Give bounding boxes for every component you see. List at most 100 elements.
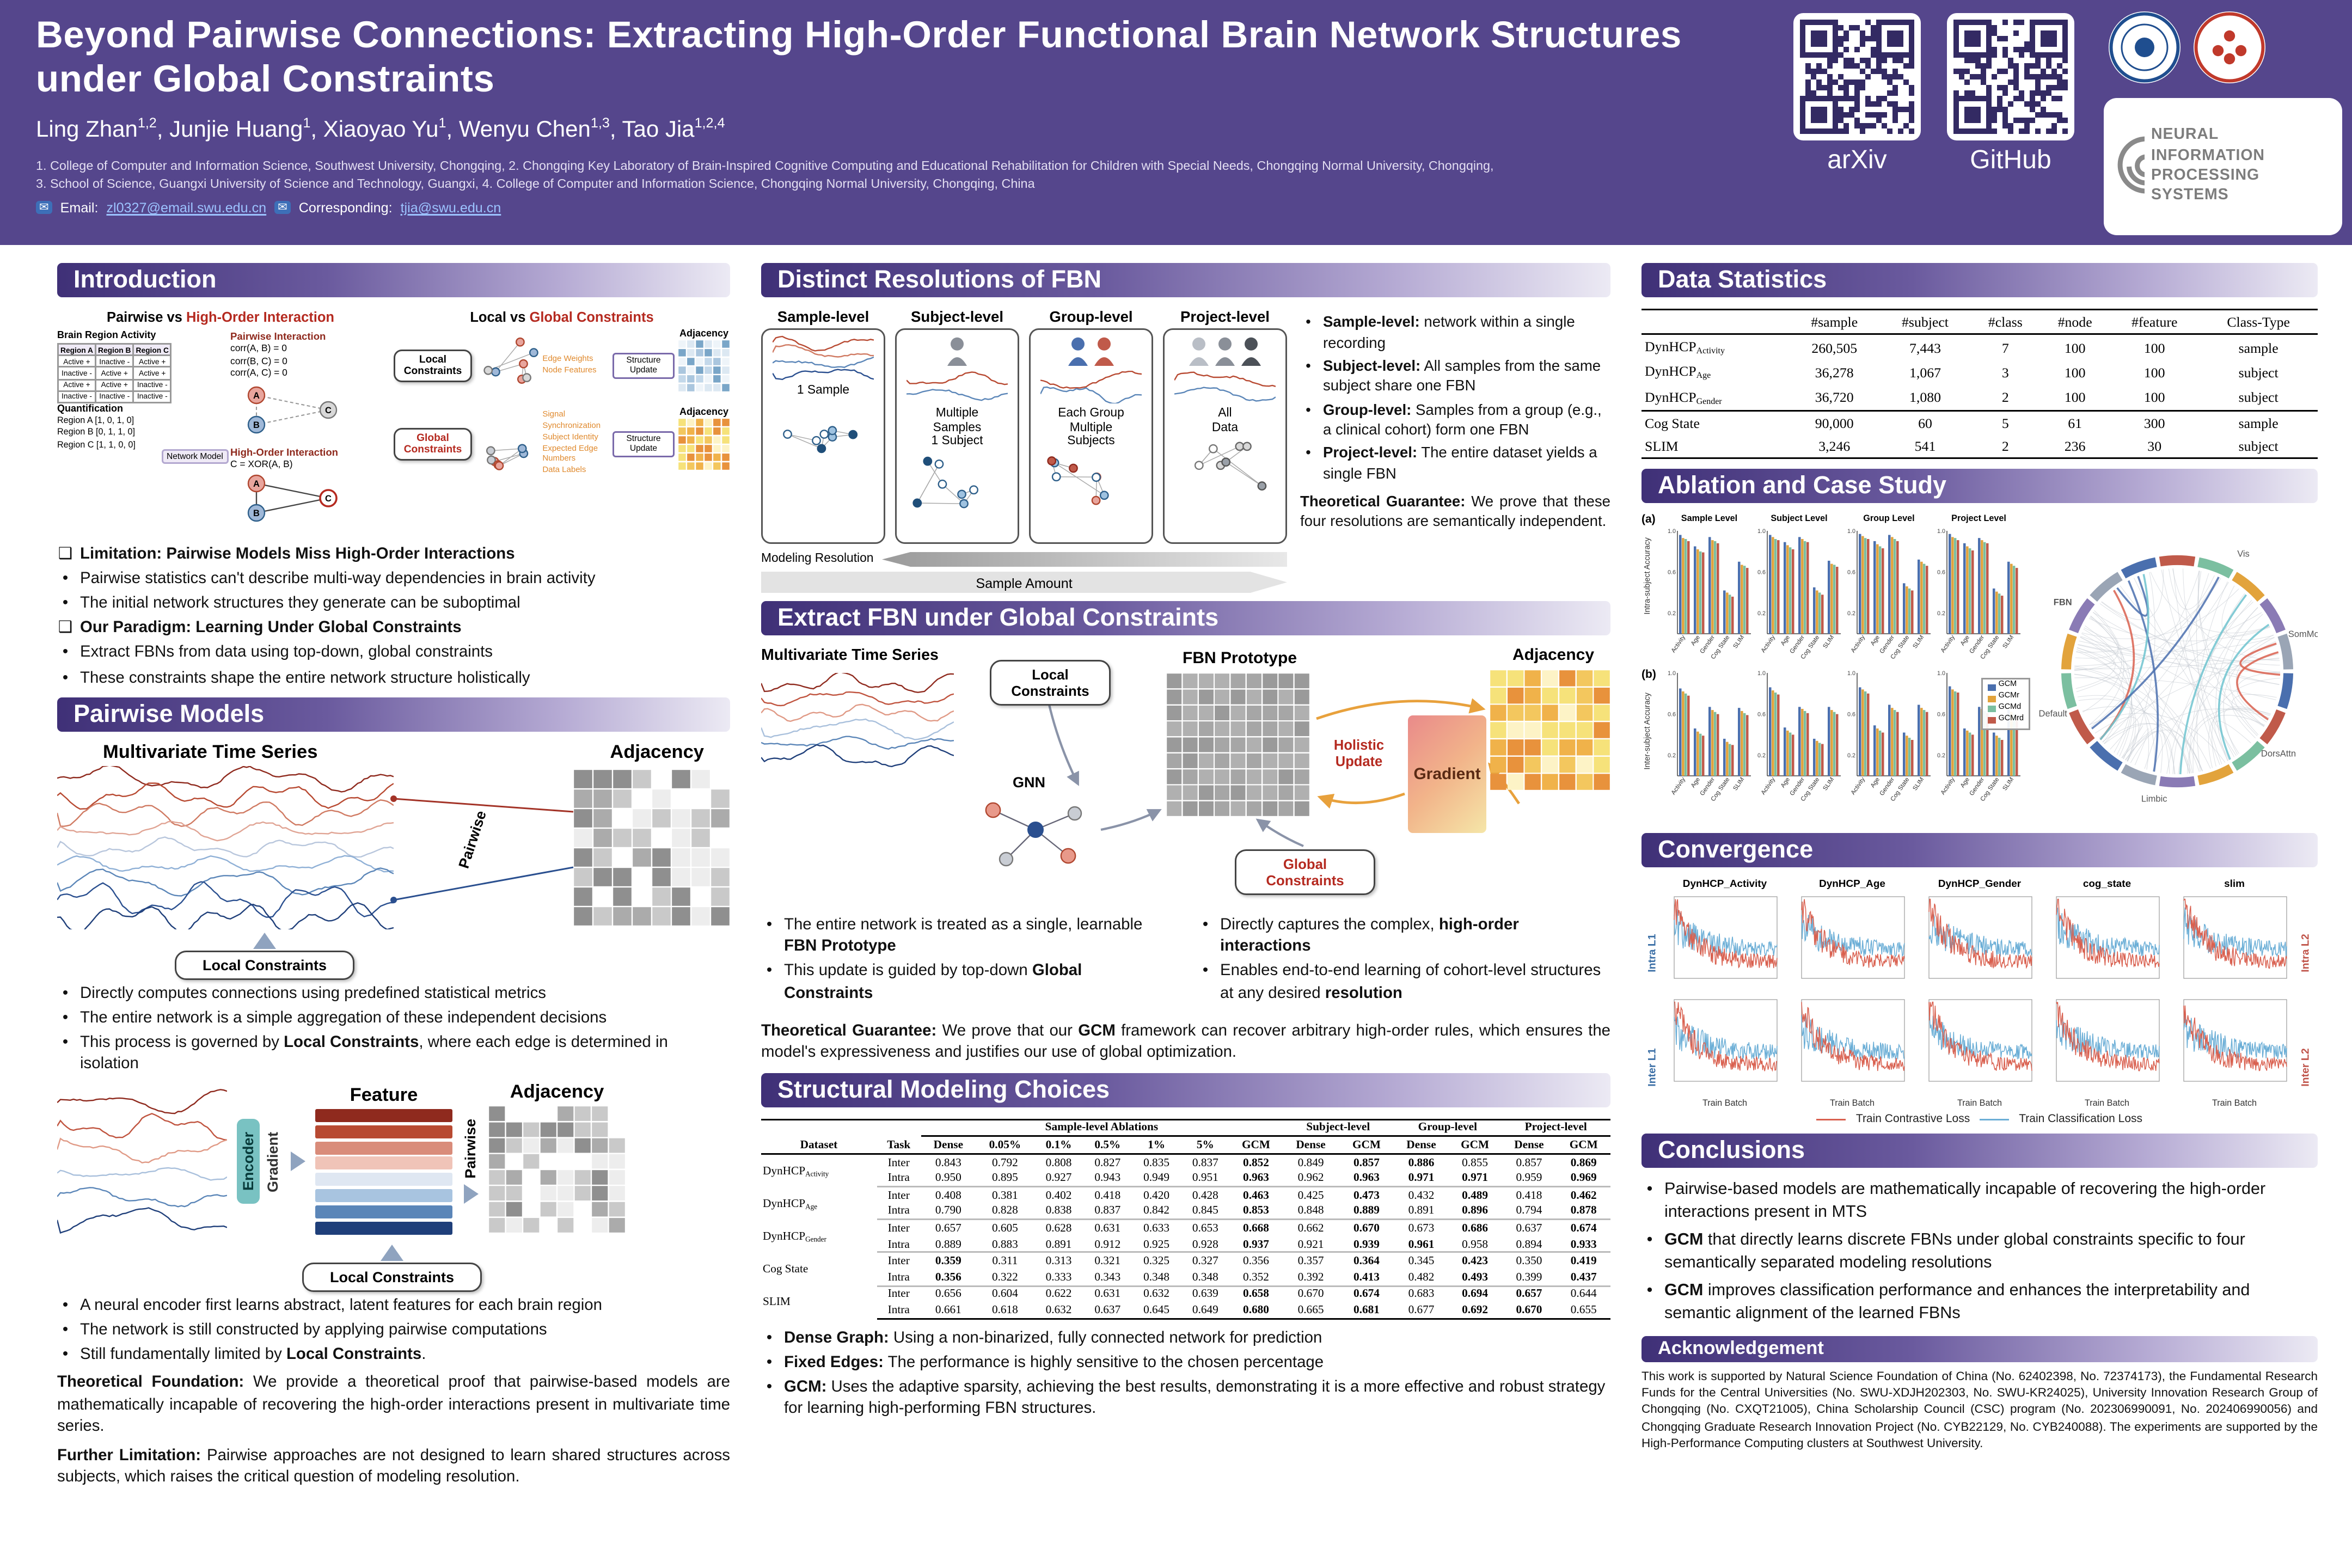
value-cell: 0.677 — [1394, 1302, 1449, 1320]
mini-table-cell: Inactive - — [132, 378, 173, 392]
value-cell: 60 — [1879, 410, 1971, 434]
value-cell: 0.350 — [1516, 1254, 1542, 1268]
mini-table-header: Region B — [94, 342, 134, 357]
corresponding-email-link[interactable]: tjia@swu.edu.cn — [400, 199, 501, 216]
line-plot — [2056, 999, 2160, 1082]
text-segment: Fixed Edges: — [784, 1353, 884, 1372]
svg-text:Activity: Activity — [1760, 634, 1777, 654]
table-group-header: Project-level — [1501, 1118, 1610, 1137]
bullet-marker: • — [62, 669, 69, 687]
dataset-name: DynHCPGender — [1645, 388, 1722, 407]
adjacency-label: Adjacency — [610, 743, 704, 763]
x-axis-label: Train Batch — [1702, 1099, 1748, 1109]
value-cell: 0.794 — [1501, 1203, 1557, 1221]
value-cell: 0.912 — [1083, 1236, 1132, 1254]
bullet-item: •The entire network is treated as a sing… — [761, 914, 1174, 958]
bullet-text: GCM improves classification performance … — [1664, 1281, 2318, 1326]
bullet-text: The entire network is a simple aggregati… — [80, 1008, 607, 1030]
line-plot — [2056, 896, 2160, 979]
text-segment: Local vs — [470, 309, 530, 325]
value-cell: 0.418 — [1094, 1189, 1121, 1202]
value-cell: 0.356 — [921, 1269, 976, 1287]
svg-text:SomMot: SomMot — [2288, 629, 2318, 639]
chongqing-normal-university-logo — [2194, 11, 2265, 83]
value-cell: 541 — [1879, 434, 1971, 459]
y-axis-label: Intra L1 — [1647, 934, 1659, 972]
value-cell: 0.883 — [976, 1236, 1034, 1254]
section-title: Data Statistics — [1658, 266, 1827, 294]
value-cell: 0.969 — [1557, 1170, 1610, 1188]
row-label: (a) — [1641, 514, 1656, 526]
contact-line: ✉ Email: zl0327@email.swu.edu.cn ✉ Corre… — [36, 199, 501, 216]
section-header-extract: Extract FBN under Global Constraints — [761, 601, 1610, 635]
gnn-label: GNN — [1013, 774, 1045, 791]
text-segment: We prove that our — [942, 1021, 1079, 1040]
bullet-item: •Subject-level: All samples from the sam… — [1300, 356, 1610, 396]
section-header-convergence: Convergence — [1641, 832, 2318, 867]
svg-text:0.6: 0.6 — [1937, 569, 1945, 575]
convergence-plot: Train Batch — [1918, 996, 2042, 1109]
text-row: Data Labels — [542, 465, 586, 475]
text-segment: We prove that these four resolutions are… — [1300, 492, 1610, 530]
section-header-conclusions: Conclusions — [1641, 1133, 2318, 1168]
github-qr-code[interactable] — [1947, 13, 2074, 140]
value-cell: 0.637 — [1516, 1222, 1542, 1235]
value-cell: 0.837 — [1192, 1155, 1218, 1169]
value-cell: 0.889 — [1339, 1203, 1394, 1221]
value-cell: 0.939 — [1339, 1236, 1394, 1254]
arxiv-qr-code[interactable] — [1793, 13, 1921, 140]
mini-table-cell: Inactive - — [57, 366, 96, 380]
dataset-name: SLIM — [763, 1295, 791, 1309]
value-cell: 0.958 — [1448, 1236, 1502, 1254]
value-cell: 0.891 — [1394, 1203, 1449, 1221]
svg-text:1.0: 1.0 — [1847, 670, 1855, 677]
adjacency-label: Adjacency — [510, 1082, 604, 1102]
mini-table-cell: Inactive - — [94, 390, 134, 403]
value-cell: 0.657 — [1516, 1288, 1542, 1301]
pairwise-triangle-diagram: A B C — [247, 385, 338, 433]
svg-text:1.0: 1.0 — [1757, 528, 1766, 535]
dataset-name: DynHCPActivity — [763, 1163, 829, 1178]
feature-label: Feature — [350, 1086, 418, 1106]
bullet-marker: • — [62, 1009, 69, 1027]
bullet-item: • The entire network is a simple aggregat… — [57, 1008, 730, 1030]
svg-text:Age: Age — [1690, 634, 1701, 647]
svg-text:SLIM: SLIM — [1732, 634, 1745, 650]
dataset-name: SLIM — [1641, 434, 1789, 459]
text-segment: Project-level: — [1323, 445, 1418, 462]
value-cell: 0.792 — [991, 1155, 1018, 1169]
person-icons — [947, 337, 967, 366]
github-qr-block[interactable]: GitHub — [1947, 13, 2074, 176]
feature-bar — [315, 1125, 452, 1138]
resolution-panel-box: 1 Sample — [761, 328, 885, 544]
text-segment: Pairwise-based models are mathematically… — [1664, 1180, 2266, 1222]
bullet-text: Group-level: Samples from a group (e.g.,… — [1323, 400, 1610, 440]
plot-title: slim — [2224, 878, 2245, 890]
task-cell: Inter — [887, 1222, 910, 1235]
mini-table-cell: Active + — [94, 378, 134, 392]
gcm-framework-figure: Multivariate Time Series Local Constrain… — [761, 647, 1610, 905]
text-segment: Our Paradigm: Learning Under Global Cons… — [80, 619, 462, 638]
bullet-marker: • — [1646, 1283, 1653, 1301]
text-segment: Dense Graph: — [784, 1329, 889, 1347]
legend-label: GCMrd — [1998, 714, 2024, 723]
text-segment: GCM — [1078, 1021, 1116, 1040]
arxiv-qr-block[interactable]: arXiv — [1793, 13, 1921, 176]
value-cell: 0.845 — [1180, 1203, 1230, 1221]
bullet-text: Pairwise-based models are mathematically… — [1664, 1179, 2318, 1224]
svg-text:Activity: Activity — [1670, 776, 1687, 797]
bullet-item: •Directly captures the complex, high-ord… — [1197, 914, 1610, 958]
bullet-item: •Group-level: Samples from a group (e.g.… — [1300, 400, 1610, 440]
time-series-plot — [57, 1089, 227, 1234]
bullet-item: •GCM that directly learns discrete FBNs … — [1641, 1230, 2318, 1276]
value-cell: 0.849 — [1297, 1155, 1324, 1169]
value-cell: 0.637 — [1083, 1302, 1132, 1320]
mini-table-header: Region A — [57, 342, 96, 357]
resolution-panel-title: Subject-level — [910, 309, 1004, 325]
bullet-marker: • — [62, 595, 69, 613]
email-link[interactable]: zl0327@email.swu.edu.cn — [106, 199, 267, 216]
value-cell: 36,278 — [1815, 364, 1854, 381]
